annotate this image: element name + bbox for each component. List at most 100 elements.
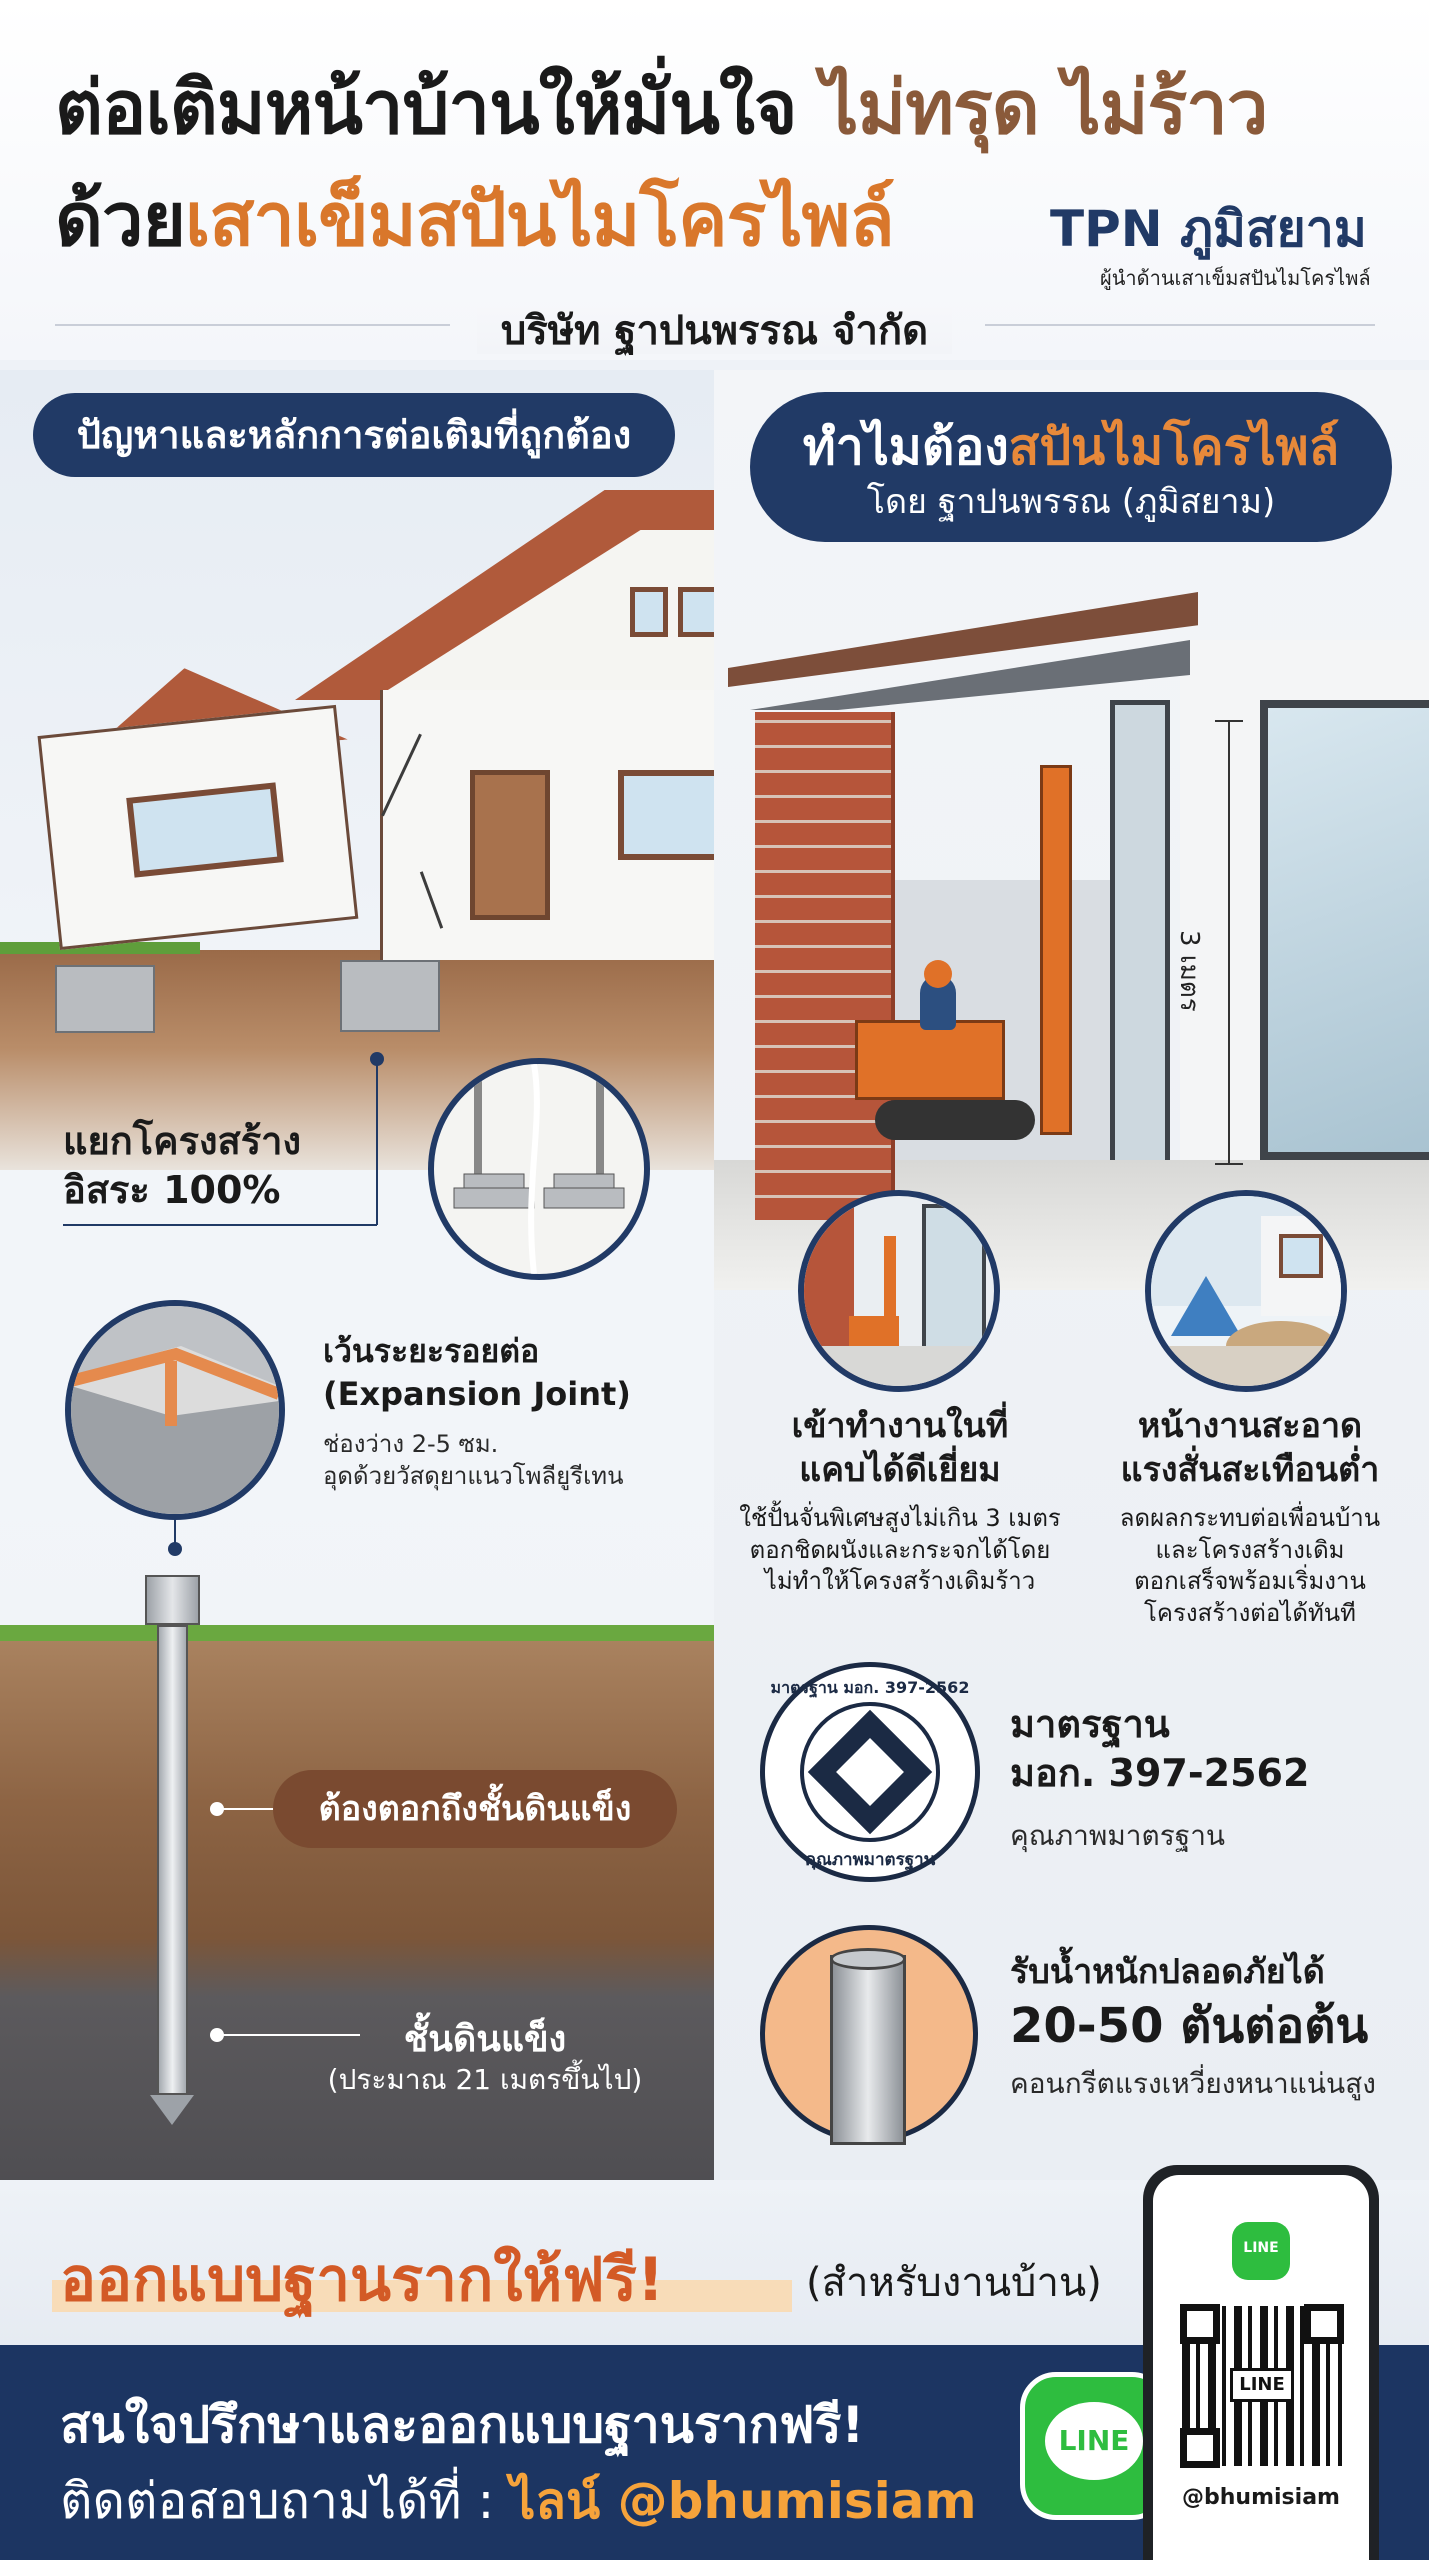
title-line: แรงสั่นสะเทือนต่ำ	[1120, 1449, 1380, 1490]
brand-tagline: ผู้นำด้านเสาเข็มสปันไมโครไพล์	[1100, 266, 1371, 290]
label-line: อิสระ 100%	[63, 1167, 281, 1212]
pile-head	[145, 1575, 200, 1625]
title-part: ทำไมต้อง	[802, 418, 1009, 476]
contact-headline: สนใจปรึกษาและออกแบบฐานรากฟรี!	[60, 2396, 865, 2454]
left-section-pill: ปัญหาและหลักการต่อเติมที่ถูกต้อง	[33, 393, 675, 477]
line-handle: @bhumisiam	[1182, 2485, 1340, 2510]
title-line: แคบได้ดีเยี่ยม	[799, 1449, 1001, 1490]
qr-finder	[1304, 2304, 1344, 2344]
clean-site-drawing	[1151, 1196, 1341, 1386]
line-bubble-shape	[1045, 2402, 1143, 2480]
brand-name: TPN ภูมิสยาม	[1050, 200, 1367, 258]
qr-finder	[1180, 2428, 1220, 2468]
load-value: 20-50 ตันต่อต้น	[1010, 1998, 1369, 2054]
sliding-glass-door	[1260, 700, 1429, 1160]
dimension-tick	[1215, 1163, 1243, 1165]
extension-footing	[55, 965, 155, 1033]
text-highlight	[52, 2280, 792, 2312]
narrow-space-circle	[798, 1190, 1000, 1392]
load-subtitle: คอนกรีตแรงเหวี่ยงหนาแน่นสูง	[1010, 2067, 1376, 2100]
headline-highlight: เสาเข็มสปันไมโครไพล์	[184, 177, 895, 263]
right-pill-title: ทำไมต้องสปันไมโครไพล์	[750, 408, 1392, 487]
extension-window	[126, 782, 284, 878]
desc-line: ช่องว่าง 2-5 ซม.	[323, 1430, 499, 1458]
glass-frame	[1110, 700, 1170, 1170]
headline-highlight: ไม่ทรุด ไม่ร้าว	[821, 65, 1268, 151]
pile-shaft	[157, 1625, 188, 2095]
headline-line-2: ด้วยเสาเข็มสปันไมโครไพล์	[55, 181, 895, 260]
qr-finder	[1180, 2304, 1220, 2344]
desc-line: ตอกเสร็จพร้อมเริ่มงาน	[1134, 1567, 1366, 1596]
feature-narrow-title: เข้าทำงานในที่ แคบได้ดีเยี่ยม	[745, 1405, 1055, 1492]
badge-bottom-text: คุณภาพมาตรฐาน	[804, 1850, 936, 1870]
title-line: มาตรฐาน	[1010, 1702, 1170, 1746]
feature-narrow-desc: ใช้ปั้นจั่นพิเศษสูงไม่เกิน 3 เมตร ตอกชิด…	[725, 1503, 1075, 1598]
height-dimension-line	[1228, 720, 1230, 1165]
brick-wall	[755, 712, 895, 1220]
leader-line	[220, 1808, 276, 1810]
separation-detail-drawing	[453, 1064, 625, 1274]
load-title: รับน้ำหนักปลอดภัยได้	[1010, 1952, 1325, 1992]
phone-line-icon	[1232, 2222, 1290, 2280]
operator-helmet	[924, 960, 952, 988]
hard-soil-title: ชั้นดินแข็ง	[403, 2019, 567, 2060]
gable-window	[678, 587, 714, 637]
expansion-joint-drawing	[71, 1306, 279, 1514]
contact-prefix: ติดต่อสอบถามได้ที่ :	[60, 2472, 511, 2530]
free-design-title: ออกแบบฐานรากให้ฟรี!	[60, 2245, 665, 2315]
expansion-joint-circle	[65, 1300, 285, 1520]
narrow-space-drawing	[804, 1196, 994, 1386]
headline-part: ด้วย	[55, 177, 186, 263]
desc-line: และโครงสร้างเดิม	[1155, 1535, 1345, 1564]
free-design-note: (สำหรับงานบ้าน)	[806, 2260, 1102, 2306]
desc-line: ตอกชิดผนังและกระจกได้โดย	[749, 1535, 1051, 1564]
contact-line: ติดต่อสอบถามได้ที่ : ไลน์ @bhumisiam	[60, 2462, 977, 2541]
label-line: แยกโครงสร้าง	[63, 1119, 302, 1163]
grass-strip	[0, 942, 200, 954]
leader-line	[220, 2034, 360, 2036]
house-footing	[340, 960, 440, 1032]
headline-line-1: ต่อเติมหน้าบ้านให้มั่นใจ ไม่ทรุด ไม่ร้าว	[55, 69, 1268, 148]
line-icon-label: LINE	[1058, 2424, 1130, 2457]
feature-clean-title: หน้างานสะอาด แรงสั่นสะเทือนต่ำ	[1085, 1405, 1415, 1492]
desc-line: อุดด้วยวัสดุยาแนวโพลียูรีเทน	[323, 1462, 624, 1491]
title-line: (Expansion Joint)	[323, 1375, 631, 1414]
clean-site-circle	[1145, 1190, 1347, 1392]
feature-clean-desc: ลดผลกระทบต่อเพื่อนบ้าน และโครงสร้างเดิม …	[1085, 1503, 1415, 1630]
gable-window	[630, 587, 668, 637]
qr-center-label: LINE	[1230, 2368, 1294, 2402]
leader-dot	[370, 1052, 384, 1066]
title-line: หน้างานสะอาด	[1137, 1406, 1363, 1446]
hard-soil-pill: ต้องตอกถึงชั้นดินแข็ง	[273, 1770, 677, 1848]
title-line: เว้นระยะรอยต่อ	[323, 1332, 540, 1370]
headline-part: ต่อเติมหน้าบ้านให้มั่นใจ	[55, 65, 797, 151]
pile-driver-mast	[1040, 765, 1072, 1135]
spun-pile-icon	[830, 1955, 906, 2145]
badge-top-text: มาตรฐาน มอก. 397-2562	[770, 1678, 970, 1697]
pile-driver-body	[855, 1020, 1005, 1100]
standard-title: มาตรฐาน มอก. 397-2562	[1010, 1700, 1309, 1799]
title-line: มอก. 397-2562	[1010, 1751, 1310, 1796]
right-section-pill	[750, 392, 1392, 542]
desc-line: ใช้ปั้นจั่นพิเศษสูงไม่เกิน 3 เมตร	[739, 1504, 1061, 1532]
expansion-joint-desc: ช่องว่าง 2-5 ซม. อุดด้วยวัสดุยาแนวโพลียู…	[323, 1428, 624, 1493]
phone-line-label: LINE	[1243, 2240, 1279, 2256]
leader-line	[63, 1224, 377, 1226]
right-pill-subtitle: โดย ฐาปนพรรณ (ภูมิสยาม)	[866, 482, 1276, 522]
desc-line: โครงสร้างต่อได้ทันที	[1144, 1599, 1356, 1628]
leader-dot	[210, 2028, 224, 2042]
leader-line	[174, 1518, 176, 1548]
pile-driver-track	[875, 1100, 1035, 1140]
grass-strip	[0, 1625, 714, 1641]
soil-layers	[0, 1641, 714, 2181]
line-id-link[interactable]: ไลน์ @bhumisiam	[510, 2472, 977, 2530]
company-name: บริษัท ฐาปนพรรณ จำกัด	[0, 298, 1429, 362]
header	[0, 0, 1429, 360]
divider-left	[55, 324, 450, 326]
hard-soil-depth: (ประมาณ 21 เมตรขึ้นไป)	[327, 2063, 643, 2096]
separate-structure-label: แยกโครงสร้าง อิสระ 100%	[63, 1117, 301, 1214]
title-highlight: สปันไมโครไพล์	[1008, 418, 1340, 476]
title-line: เข้าทำงานในที่	[791, 1406, 1009, 1446]
spun-pile-cap	[830, 1948, 906, 1970]
leader-dot	[168, 1542, 182, 1556]
